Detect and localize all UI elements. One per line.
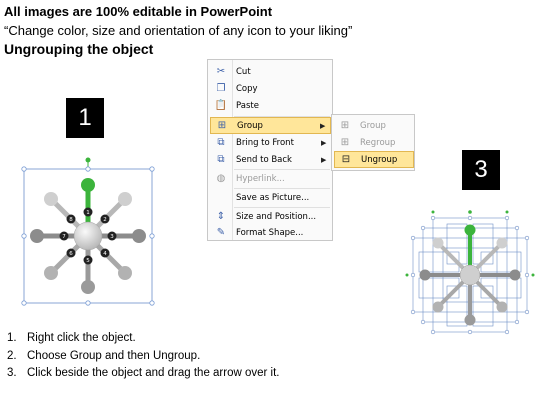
step-badge-1: 1 [66, 98, 104, 138]
menu-item-group[interactable]: ⊞ Group ▶ [210, 117, 331, 134]
instruction-steps: 1. Right click the object. 2. Choose Gro… [7, 332, 280, 385]
step-number: 3. [7, 367, 17, 379]
submenu-arrow-icon: ▶ [321, 138, 327, 147]
node-5 [83, 255, 93, 265]
node-2 [100, 214, 110, 224]
node-8-label: 8 [69, 217, 73, 223]
node-7-label: 7 [62, 234, 66, 240]
menu-item-label: Copy [236, 83, 258, 94]
size-icon: ⇕ [216, 211, 226, 222]
ungroup-icon: ⊟ [341, 154, 351, 165]
grouped-object-diagram[interactable]: 1 2 3 4 5 6 7 8 [18, 155, 163, 310]
spoke-end-bulbs [30, 178, 146, 294]
spoke-end-bulbs [419, 224, 521, 326]
regroup-icon: ⊞ [340, 137, 350, 148]
copy-icon: ❐ [216, 83, 226, 94]
menu-item-label: Group [237, 120, 263, 131]
center-hub [459, 264, 481, 286]
menu-item-label: Bring to Front [236, 137, 294, 148]
step-2: 2. Choose Group and then Ungroup. [7, 350, 280, 368]
submenu-item-label: Ungroup [361, 154, 398, 165]
menu-item-format-shape[interactable]: ✎ Format Shape... [210, 224, 331, 241]
rotate-handle[interactable] [85, 157, 91, 163]
menu-item-send-to-back[interactable]: ⧉ Send to Back ▶ [210, 151, 331, 168]
menu-item-hyperlink: ◍ Hyperlink... [210, 170, 331, 187]
menu-item-label: Format Shape... [236, 227, 304, 238]
ungrouped-object-diagram[interactable] [405, 210, 535, 340]
step-3: 3. Click beside the object and drag the … [7, 367, 280, 385]
menu-icon-gutter [232, 60, 233, 240]
menu-item-cut[interactable]: ✂ Cut [210, 63, 331, 80]
submenu-item-label: Regroup [360, 137, 396, 148]
menu-separator [234, 116, 330, 117]
group-icon: ⊞ [217, 120, 227, 131]
resize-handles[interactable] [21, 166, 155, 306]
bring-to-front-icon: ⧉ [217, 137, 225, 148]
scissors-icon: ✂ [216, 66, 226, 77]
step-number: 1. [7, 332, 17, 344]
menu-item-bring-to-front[interactable]: ⧉ Bring to Front ▶ [210, 134, 331, 151]
send-to-back-icon: ⧉ [217, 154, 225, 165]
node-1-label: 1 [86, 210, 90, 216]
node-8 [66, 214, 76, 224]
submenu-arrow-icon: ▶ [320, 121, 326, 130]
step-text: Right click the object. [27, 332, 136, 344]
format-shape-icon: ✎ [216, 227, 226, 238]
rotate-handles[interactable] [405, 210, 535, 277]
menu-item-label: Cut [236, 66, 251, 77]
step-number: 2. [7, 349, 17, 362]
header-title: All images are 100% editable in PowerPoi… [4, 4, 273, 19]
node-6 [66, 248, 76, 258]
resize-handles[interactable] [410, 215, 530, 335]
node-6-label: 6 [69, 251, 73, 257]
node-3-label: 3 [110, 234, 114, 240]
menu-item-label: Send to Back [236, 154, 292, 165]
submenu-arrow-icon: ▶ [321, 155, 327, 164]
submenu-item-regroup: ⊞ Regroup [334, 134, 414, 151]
node-4-label: 4 [103, 251, 107, 257]
step-badge-3: 3 [462, 150, 500, 190]
node-7 [59, 231, 69, 241]
menu-item-label: Size and Position... [236, 211, 317, 222]
menu-separator [234, 169, 330, 170]
menu-separator [234, 207, 330, 208]
menu-item-label: Save as Picture... [236, 192, 310, 203]
step-text: Choose Group and then Ungroup. [27, 349, 201, 362]
group-icon: ⊞ [340, 120, 350, 131]
section-title: Ungrouping the object [4, 41, 154, 57]
submenu-item-label: Group [360, 120, 386, 131]
submenu-item-ungroup[interactable]: ⊟ Ungroup [334, 151, 414, 168]
node-3 [107, 231, 117, 241]
center-hub [73, 221, 103, 251]
menu-item-save-as-picture[interactable]: Save as Picture... [210, 189, 331, 206]
context-menu: ✂ Cut ❐ Copy 📋 Paste ⊞ Group ▶ ⧉ Bring t… [207, 59, 333, 241]
menu-item-label: Paste [236, 100, 259, 111]
step-1: 1. Right click the object. [7, 332, 280, 350]
menu-separator [234, 188, 330, 189]
group-submenu: ⊞ Group ⊞ Regroup ⊟ Ungroup [331, 114, 415, 171]
node-4 [100, 248, 110, 258]
submenu-item-group: ⊞ Group [334, 117, 414, 134]
menu-item-copy[interactable]: ❐ Copy [210, 80, 331, 97]
node-2-label: 2 [103, 217, 107, 223]
header-subtitle: “Change color, size and orientation of a… [4, 23, 353, 38]
menu-item-paste[interactable]: 📋 Paste [210, 97, 331, 114]
globe-icon: ◍ [216, 173, 226, 184]
node-5-label: 5 [86, 258, 90, 264]
node-1 [83, 207, 93, 217]
menu-item-size-and-position[interactable]: ⇕ Size and Position... [210, 208, 331, 225]
step-text: Click beside the object and drag the arr… [27, 367, 280, 379]
menu-item-label: Hyperlink... [236, 173, 285, 184]
paste-icon: 📋 [214, 100, 228, 111]
